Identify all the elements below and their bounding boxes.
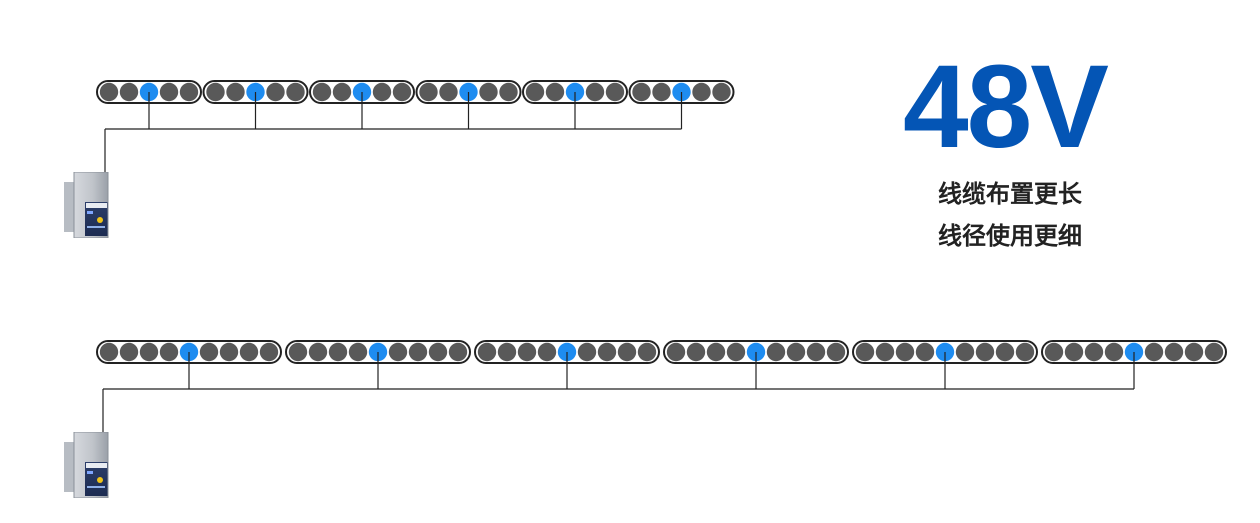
led-unlit [666,342,686,362]
led-unlit [199,342,219,362]
led-unlit [419,82,438,102]
led-unlit [139,342,159,362]
caption-thinner-wire: 线径使用更细 [938,222,1082,250]
led-unlit [895,342,915,362]
led-strip [415,80,522,104]
led-strip [663,340,849,364]
led-unlit [517,342,537,362]
led-unlit [1044,342,1064,362]
power-supply-icon [63,172,109,238]
led-unlit [288,342,308,362]
led-unlit [786,342,806,362]
led-unlit [392,82,412,102]
led-unlit [875,342,895,362]
voltage-headline: 48V [903,41,1109,173]
led-unlit [995,342,1015,362]
led-strip [1041,340,1227,364]
led-unlit [179,82,199,102]
led-unlit [686,342,706,362]
led-unlit [308,342,328,362]
led-unlit [637,342,657,362]
led-unlit [1164,342,1184,362]
led-unlit [332,82,352,102]
led-unlit [119,342,139,362]
led-unlit [372,82,392,102]
led-unlit [448,342,468,362]
led-unlit [286,82,305,102]
led-unlit [1064,342,1084,362]
led-unlit [159,82,179,102]
strip-row-1 [63,80,735,238]
led-unlit [1144,342,1164,362]
led-unlit [408,342,428,362]
strip-row-2 [63,340,1227,498]
led-unlit [525,82,545,102]
led-unlit [726,342,746,362]
led-unlit [328,342,348,362]
caption-longer-cable: 线缆布置更长 [938,180,1082,208]
led-unlit [706,342,726,362]
led-unlit [597,342,617,362]
led-unlit [652,82,671,102]
led-unlit [266,82,285,102]
led-unlit [428,342,448,362]
led-unlit [806,342,826,362]
led-unlit [479,82,498,102]
led-unlit [219,342,239,362]
led-unlit [206,82,225,102]
led-unlit [605,82,625,102]
led-unlit [766,342,786,362]
led-unlit [545,82,565,102]
led-unlit [915,342,935,362]
led-unlit [855,342,875,362]
led-unlit [617,342,637,362]
led-unlit [159,342,179,362]
led-unlit [955,342,975,362]
led-unlit [692,82,711,102]
led-unlit [712,82,731,102]
led-unlit [1104,342,1124,362]
led-unlit [99,82,119,102]
led-unlit [975,342,995,362]
led-unlit [585,82,605,102]
led-unlit [439,82,458,102]
led-unlit [99,342,119,362]
led-unlit [537,342,557,362]
led-unlit [312,82,332,102]
led-unlit [226,82,245,102]
led-unlit [497,342,517,362]
led-strip [202,80,309,104]
led-unlit [119,82,139,102]
led-unlit [826,342,846,362]
power-supply-icon [63,432,109,498]
led-unlit [259,342,279,362]
led-unlit [499,82,518,102]
led-unlit [388,342,408,362]
led-unlit [477,342,497,362]
led-unlit [632,82,651,102]
led-unlit [1084,342,1104,362]
led-unlit [348,342,368,362]
led-unlit [1204,342,1224,362]
led-unlit [577,342,597,362]
led-unlit [1184,342,1204,362]
led-unlit [239,342,259,362]
led-unlit [1015,342,1035,362]
